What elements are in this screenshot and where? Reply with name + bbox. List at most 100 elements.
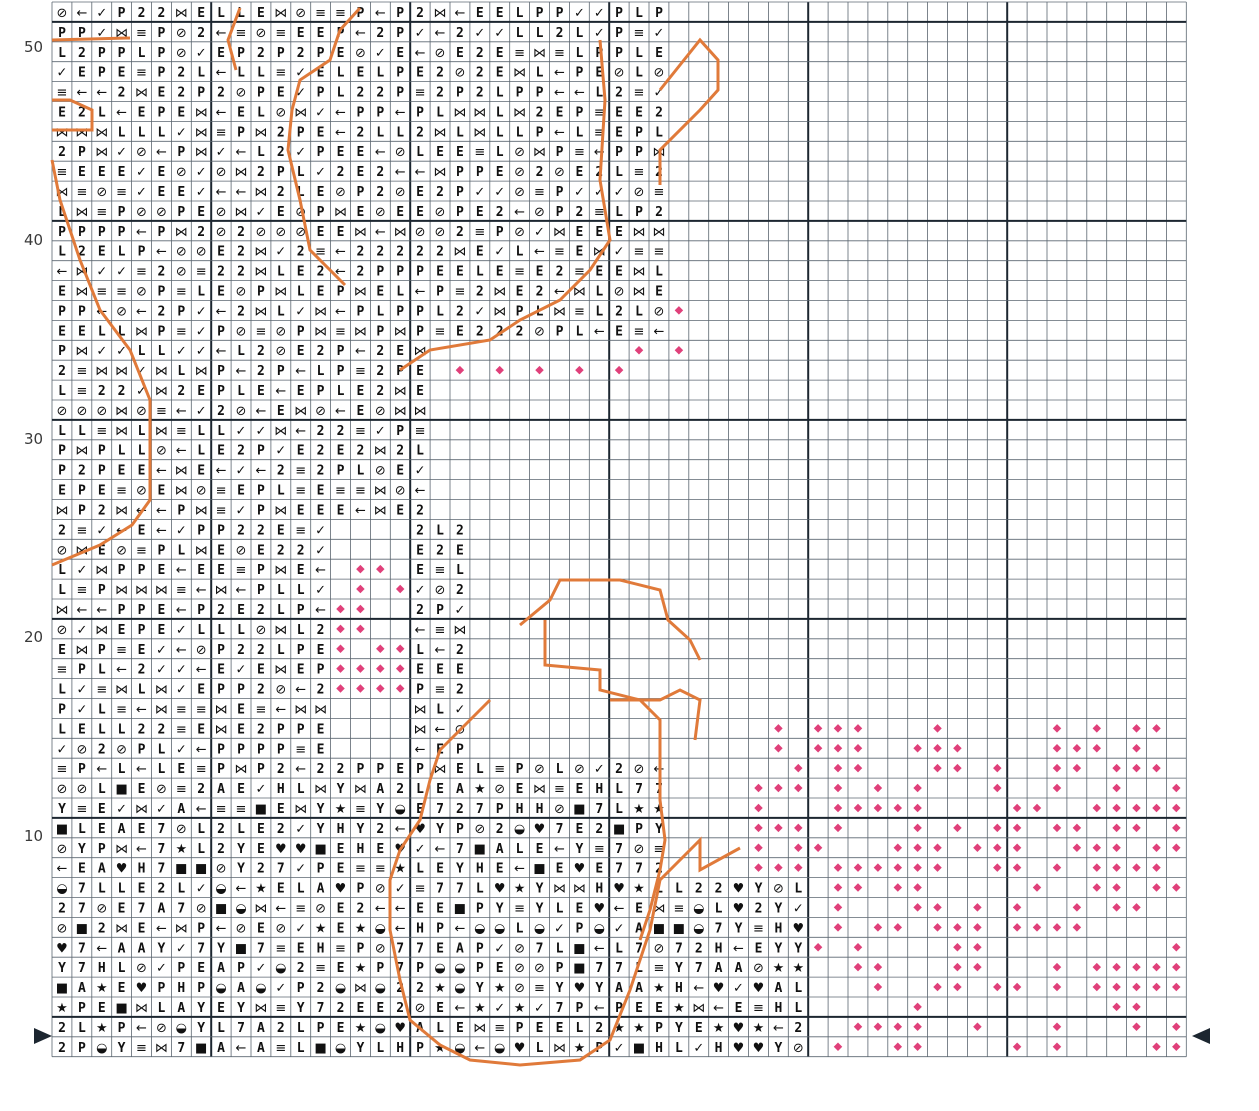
symbol-e: E — [356, 1001, 364, 1016]
symbol-e: E — [157, 563, 165, 578]
symbol-p: P — [98, 66, 106, 81]
symbol-e: E — [436, 901, 444, 916]
check-icon: ✓ — [295, 862, 306, 877]
left-arrow-icon: ← — [295, 683, 306, 698]
symbol-e: E — [575, 165, 583, 180]
symbol-2: 2 — [556, 265, 564, 280]
circle-slash-icon: ⊘ — [176, 26, 187, 41]
symbol-a: A — [456, 941, 464, 956]
symbol-e: E — [257, 543, 265, 558]
half-bow-icon: ⋈ — [414, 722, 427, 737]
star-icon: ★ — [633, 802, 645, 817]
circle-slash-icon: ⊘ — [136, 404, 147, 419]
symbol-e: E — [197, 722, 205, 737]
symbol-l: L — [257, 145, 265, 160]
left-arrow-icon: ← — [236, 1041, 247, 1056]
symbol-l: L — [237, 384, 245, 399]
symbol-2: 2 — [416, 245, 424, 260]
circle-slash-icon: ⊘ — [156, 782, 167, 797]
symbol-y: Y — [376, 802, 384, 817]
symbol-2: 2 — [157, 722, 165, 737]
symbol-h: H — [356, 842, 364, 857]
circle-slash-icon: ⊘ — [654, 66, 665, 81]
left-arrow-icon: ← — [454, 6, 465, 21]
left-arrow-icon: ← — [693, 981, 704, 996]
heart-icon: ♥ — [733, 901, 745, 916]
triple-bar-icon: ≡ — [176, 782, 187, 797]
star-icon: ★ — [514, 882, 526, 897]
left-arrow-icon: ← — [454, 1001, 465, 1016]
half-bow-icon: ⋈ — [254, 245, 267, 260]
symbol-2: 2 — [496, 822, 504, 837]
check-icon: ✓ — [614, 1041, 625, 1056]
star-icon: ★ — [315, 921, 327, 936]
star-icon: ★ — [753, 1021, 765, 1036]
symbol-2: 2 — [237, 225, 245, 240]
symbol-p: P — [217, 742, 225, 757]
symbol-y: Y — [237, 1001, 245, 1016]
check-icon: ✓ — [236, 424, 247, 439]
symbol-e: E — [58, 484, 66, 499]
triple-bar-icon: ≡ — [295, 901, 306, 916]
triple-bar-icon: ≡ — [76, 364, 87, 379]
check-icon: ✓ — [415, 583, 426, 598]
symbol-l: L — [675, 882, 683, 897]
symbol-y: Y — [774, 941, 782, 956]
symbol-l: L — [237, 66, 245, 81]
symbol-h: H — [715, 941, 723, 956]
symbol-l: L — [675, 1041, 683, 1056]
symbol-p: P — [98, 842, 106, 857]
symbol-2: 2 — [217, 265, 225, 280]
symbol-2: 2 — [277, 125, 285, 140]
symbol-l: L — [635, 46, 643, 61]
left-arrow-icon: ← — [614, 901, 625, 916]
check-icon: ✓ — [315, 543, 326, 558]
symbol-7: 7 — [257, 941, 265, 956]
half-bow-icon: ⋈ — [314, 782, 327, 797]
left-arrow-icon: ← — [156, 245, 167, 260]
star-icon: ★ — [474, 782, 486, 797]
symbol-p: P — [356, 762, 364, 777]
left-arrow-icon: ← — [176, 444, 187, 459]
circle-slash-icon: ⊘ — [375, 882, 386, 897]
symbol-e: E — [237, 603, 245, 618]
symbol-p: P — [436, 921, 444, 936]
symbol-y: Y — [556, 981, 564, 996]
symbol-l: L — [217, 623, 225, 638]
symbol-h: H — [715, 1041, 723, 1056]
half-circle-icon: ◒ — [454, 981, 465, 996]
left-arrow-icon: ← — [375, 901, 386, 916]
symbol-p: P — [337, 344, 345, 359]
half-circle-icon: ◒ — [335, 981, 346, 996]
symbol-p: P — [456, 185, 464, 200]
filled-square-icon: ■ — [56, 822, 68, 837]
half-bow-icon: ⋈ — [135, 802, 148, 817]
circle-slash-icon: ⊘ — [176, 822, 187, 837]
symbol-e: E — [277, 404, 285, 419]
symbol-p: P — [157, 324, 165, 339]
half-bow-icon: ⋈ — [394, 404, 407, 419]
symbol-2: 2 — [536, 165, 544, 180]
symbol-e: E — [257, 6, 265, 21]
symbol-e: E — [317, 503, 325, 518]
symbol-l: L — [78, 424, 86, 439]
symbol-2: 2 — [456, 225, 464, 240]
symbol-e: E — [138, 106, 146, 121]
symbol-l: L — [456, 563, 464, 578]
symbol-p: P — [78, 145, 86, 160]
circle-slash-icon: ⊘ — [96, 404, 107, 419]
symbol-2: 2 — [138, 722, 146, 737]
symbol-2: 2 — [177, 86, 185, 101]
symbol-p: P — [118, 1021, 126, 1036]
circle-slash-icon: ⊘ — [654, 304, 665, 319]
triple-bar-icon: ≡ — [355, 802, 366, 817]
left-arrow-icon: ← — [315, 603, 326, 618]
triple-bar-icon: ≡ — [136, 543, 147, 558]
symbol-h: H — [516, 802, 524, 817]
symbol-p: P — [416, 304, 424, 319]
circle-slash-icon: ⊘ — [236, 86, 247, 101]
symbol-l: L — [98, 782, 106, 797]
triple-bar-icon: ≡ — [116, 703, 127, 718]
star-icon: ★ — [355, 1021, 367, 1036]
filled-square-icon: ■ — [633, 1041, 645, 1056]
